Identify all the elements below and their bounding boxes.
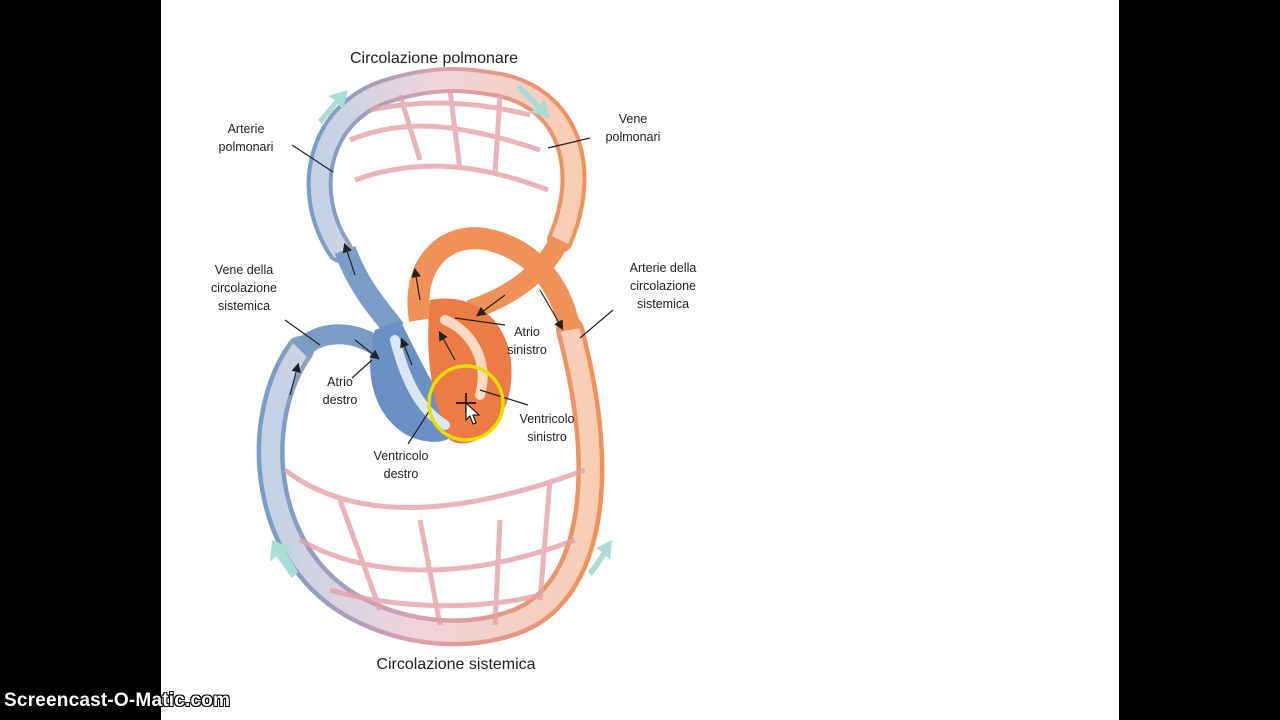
- flow-arrow: [411, 267, 421, 301]
- pointer-cursor-icon: [465, 401, 481, 425]
- label-vene-sistemica-2: circolazione: [211, 281, 277, 295]
- label-arterie-polmonari-1: Arterie: [228, 122, 265, 136]
- direction-arrow-up-left: [270, 540, 298, 578]
- label-arterie-sistemica-2: circolazione: [630, 279, 696, 293]
- label-vene-polmonari-1: Vene: [619, 112, 648, 126]
- label-atrio-destro-1: Atrio: [327, 375, 353, 389]
- flow-arrow: [289, 362, 301, 396]
- leader-arterie-sistemica: [579, 309, 614, 339]
- label-ventricolo-destro-1: Ventricolo: [374, 449, 429, 463]
- label-arterie-polmonari-2: polmonari: [219, 140, 274, 154]
- direction-arrow-down-right: [516, 84, 550, 118]
- label-vene-sistemica-3: sistemica: [218, 299, 270, 313]
- label-leader-lines: [284, 137, 614, 445]
- flow-arrow: [438, 330, 456, 361]
- label-vene-sistemica-1: Vene della: [215, 263, 273, 277]
- title-systemic: Circolazione sistemica: [376, 656, 535, 673]
- direction-arrow-down-right-bottom: [588, 540, 612, 576]
- label-arterie-sistemica-3: sistemica: [637, 297, 689, 311]
- screencast-watermark: Screencast-O-Matic.com: [4, 690, 231, 711]
- leader-atrio-destro: [351, 359, 373, 379]
- systemic-capillary-network: [256, 316, 605, 647]
- leader-atrio-sinistro: [454, 317, 506, 326]
- label-arterie-sistemica-1: Arterie della: [630, 261, 697, 275]
- flow-arrow: [539, 289, 564, 331]
- flow-arrow: [400, 337, 413, 366]
- label-ventricolo-destro-2: destro: [384, 467, 419, 481]
- blood-flow-arrows: [289, 242, 564, 396]
- leader-vene-polmonari: [547, 137, 591, 149]
- leader-arterie-polmonari: [291, 144, 334, 173]
- flow-arrow: [476, 294, 506, 317]
- label-atrio-sinistro-1: Atrio: [514, 325, 540, 339]
- label-atrio-sinistro-2: sinistro: [507, 343, 547, 357]
- label-ventricolo-sinistro-1: Ventricolo: [520, 412, 575, 426]
- pulmonary-capillary-network: [306, 67, 587, 263]
- flow-arrow: [354, 339, 380, 360]
- label-vene-polmonari-2: polmonari: [606, 130, 661, 144]
- circulation-direction-arrows: [270, 84, 612, 578]
- leader-ventricolo-destro: [407, 409, 431, 445]
- leader-vene-sistemica: [284, 319, 321, 346]
- direction-arrow-up-right: [318, 90, 348, 124]
- title-pulmonary: Circolazione polmonare: [350, 50, 518, 67]
- cursor-highlight: [427, 364, 505, 442]
- label-ventricolo-sinistro-2: sinistro: [527, 430, 567, 444]
- heart: [370, 298, 512, 444]
- label-atrio-destro-2: destro: [323, 393, 358, 407]
- flow-arrow: [342, 242, 356, 276]
